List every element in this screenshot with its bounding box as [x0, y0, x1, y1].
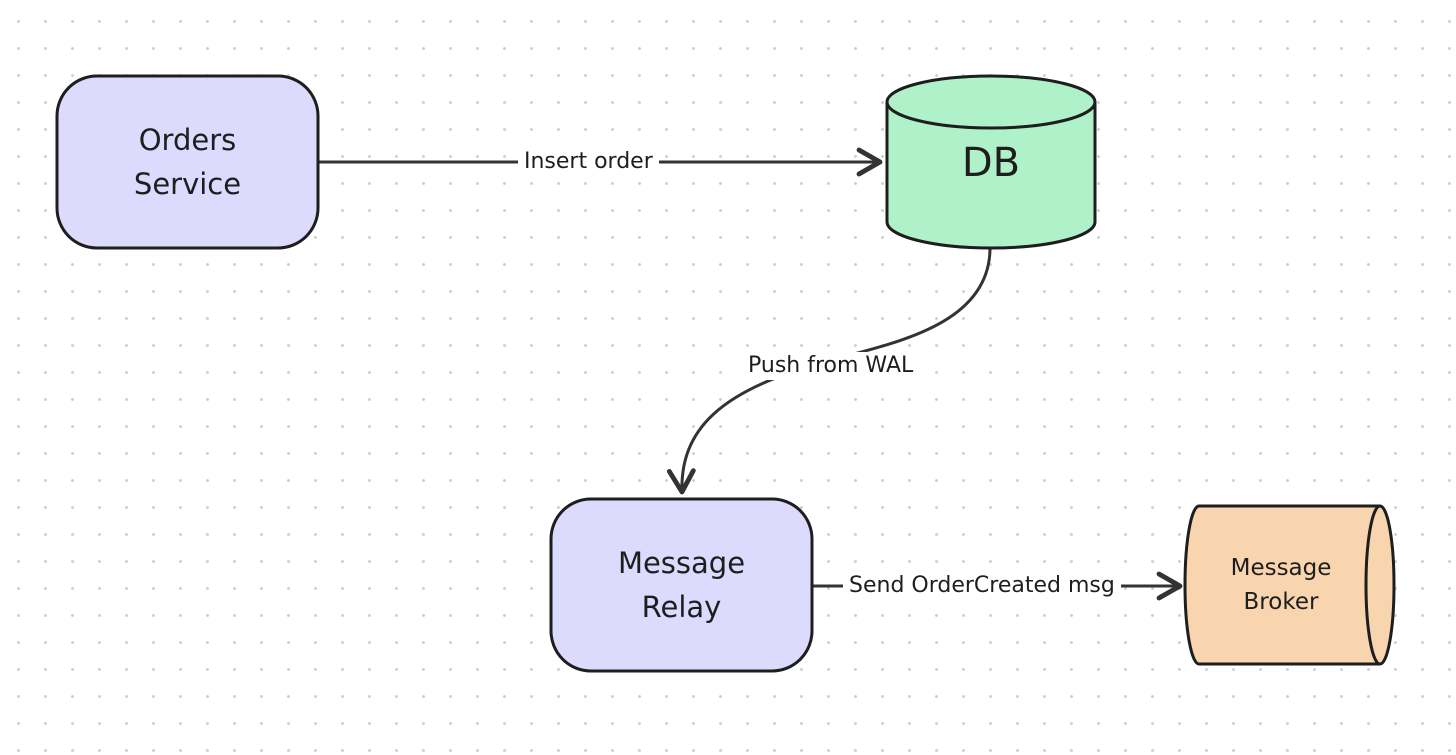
message-broker-cylinder-cap [1364, 504, 1396, 666]
edge-push-from-wal-label: Push from WAL [742, 352, 920, 380]
edge-insert-order-label: Insert order [518, 148, 659, 176]
db-node[interactable] [885, 74, 1097, 250]
message-broker-label: Message Broker [1230, 555, 1332, 615]
message-broker-cylinder-body [1183, 504, 1380, 666]
db-cylinder-top [885, 74, 1097, 130]
message-broker-node[interactable] [1183, 504, 1396, 666]
orders-service-label: Orders Service [133, 123, 242, 201]
db-label: DB [961, 140, 1021, 186]
message-relay-label: Message Relay [617, 546, 746, 624]
orders-service-node[interactable] [55, 74, 320, 250]
edge-send-order-created-label: Send OrderCreated msg [843, 572, 1121, 600]
db-cylinder-body [885, 102, 1097, 250]
message-relay-node[interactable] [549, 497, 814, 673]
